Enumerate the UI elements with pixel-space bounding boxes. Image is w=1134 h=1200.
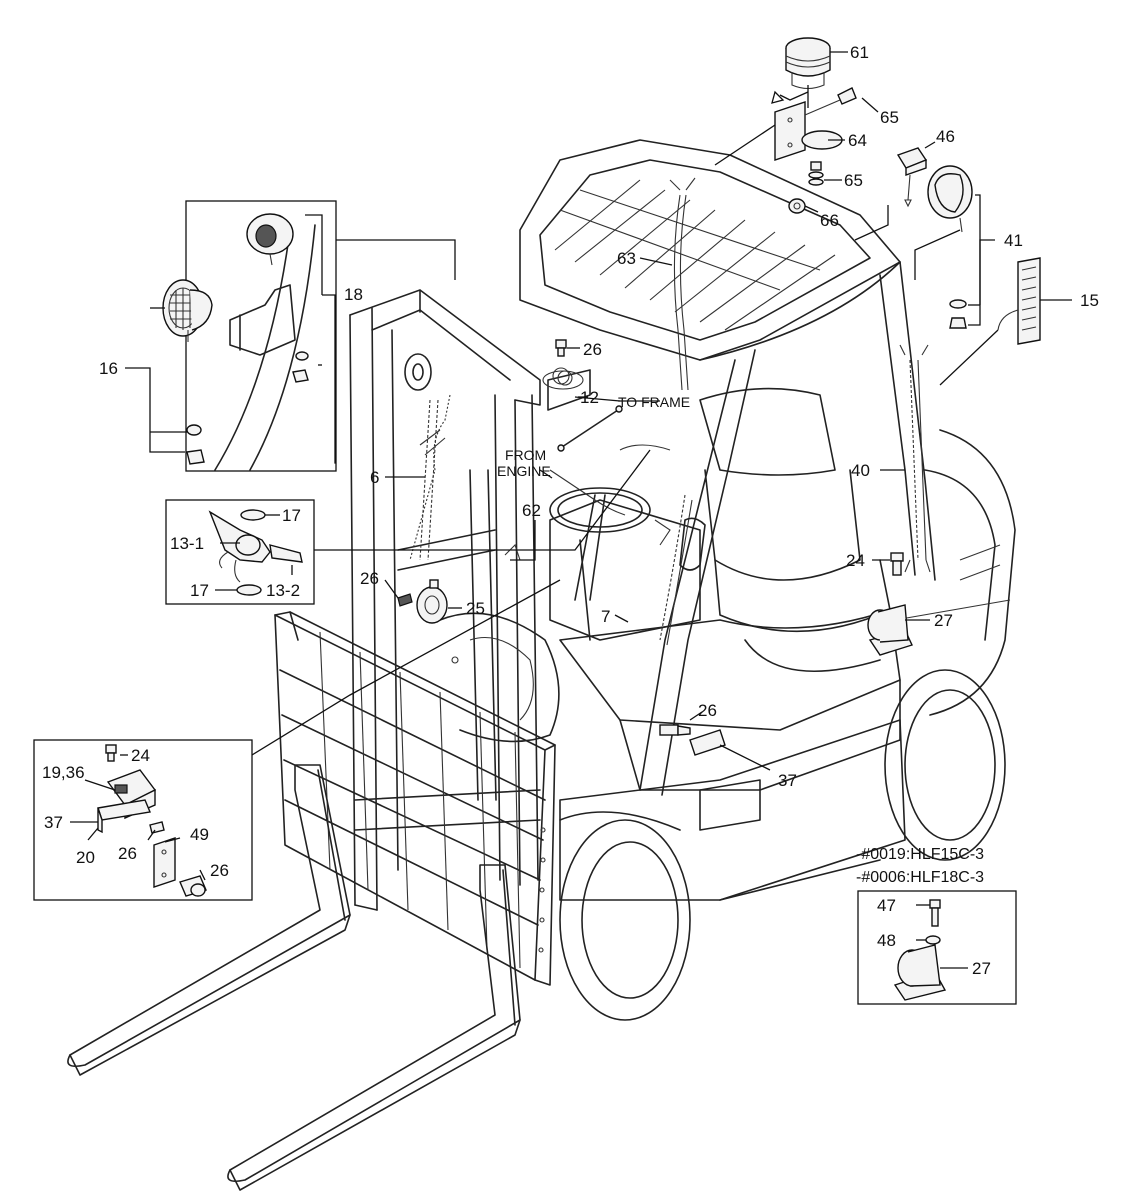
label-37-box: 37: [44, 813, 63, 832]
note-hlf18c: -#0006:HLF18C-3: [856, 869, 984, 886]
forklift-body: [519, 139, 1016, 1021]
label-47: 47: [877, 896, 896, 915]
label-24-right: 24: [846, 551, 865, 570]
label-27-right: 27: [934, 611, 953, 630]
label-46: 46: [936, 127, 955, 146]
label-to-frame: TO FRAME: [618, 394, 690, 410]
flasher-icon: [896, 147, 928, 208]
note-hlf15c: -#0019:HLF15C-3: [856, 846, 984, 863]
body-parts: [397, 37, 1041, 756]
switch-bracket-icon: [659, 724, 726, 756]
label-40: 40: [851, 461, 870, 480]
label-27-box: 27: [972, 959, 991, 978]
detail-switch-assembly: [33, 739, 253, 901]
label-17-bottom: 17: [190, 581, 209, 600]
label-26-top: 26: [583, 340, 602, 359]
label-from: FROM: [505, 447, 546, 463]
label-37-hood: 37: [778, 771, 797, 790]
beacon-bracket-icon: [774, 101, 843, 161]
label-25: 25: [466, 599, 485, 618]
label-20: 20: [76, 848, 95, 867]
label-49: 49: [190, 825, 209, 844]
beacon-lamp-icon: [771, 37, 831, 108]
label-26-box-mid: 26: [118, 844, 137, 863]
rear-combination-lamp-icon: [997, 257, 1041, 345]
label-15: 15: [1080, 291, 1099, 310]
label-12: 12: [580, 388, 599, 407]
part-labels: 61 65 64 46 65 66 41 15 63 18 16 26 12 T…: [42, 43, 1099, 978]
label-13-1: 13-1: [170, 534, 204, 553]
detail-alt-lamp: [857, 890, 1017, 1005]
label-19-36: 19,36: [42, 763, 85, 782]
label-17-top: 17: [282, 506, 301, 525]
bolt-icon: [542, 339, 584, 390]
label-65-upper: 65: [880, 108, 899, 127]
label-48: 48: [877, 931, 896, 950]
label-66: 66: [820, 211, 839, 230]
label-62: 62: [522, 501, 541, 520]
label-13-2: 13-2: [266, 581, 300, 600]
mast: [349, 289, 591, 911]
label-26-hood: 26: [698, 701, 717, 720]
rear-lamp-icon: [867, 604, 913, 656]
wiring: [409, 177, 931, 646]
label-18: 18: [344, 285, 363, 304]
label-24-box: 24: [131, 746, 150, 765]
label-64: 64: [848, 131, 867, 150]
leader-lines: [70, 51, 1072, 969]
label-engine: ENGINE: [497, 463, 551, 479]
horn-icon: [397, 579, 448, 624]
detail-combination-switch: [165, 499, 315, 605]
label-6: 6: [370, 468, 379, 487]
label-16: 16: [99, 359, 118, 378]
detail-front-lamps: [162, 200, 337, 472]
label-26-left: 26: [360, 569, 379, 588]
label-26-box-low: 26: [210, 861, 229, 880]
work-lamp-icon: [927, 165, 973, 329]
carriage-and-forks: [67, 611, 556, 1191]
label-65-lower: 65: [844, 171, 863, 190]
label-61: 61: [850, 43, 869, 62]
label-63: 63: [617, 249, 636, 268]
label-41: 41: [1004, 231, 1023, 250]
label-7: 7: [601, 607, 610, 626]
